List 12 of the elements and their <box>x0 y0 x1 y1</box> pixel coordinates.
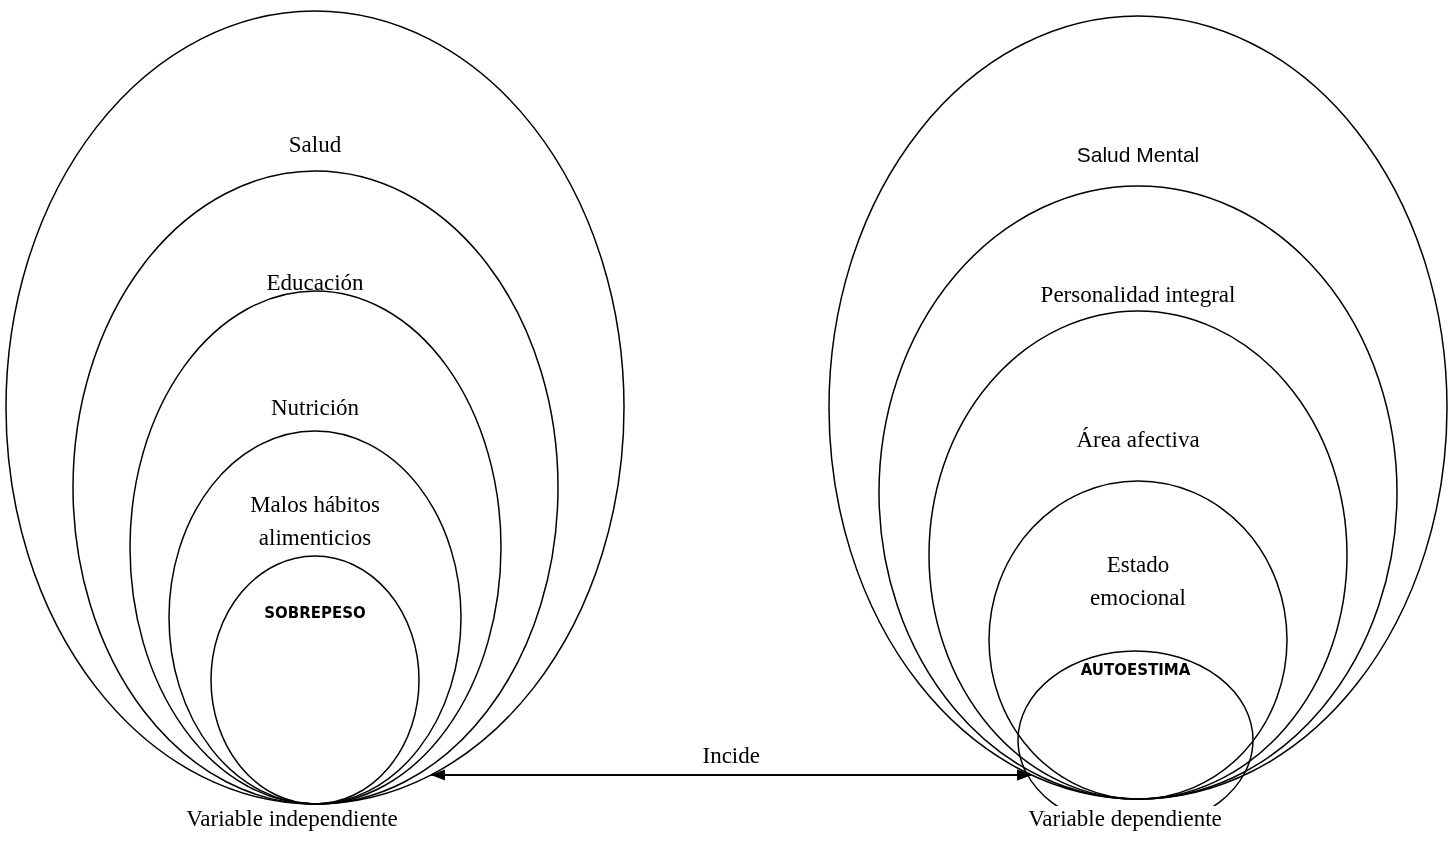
node-label: Salud <box>288 131 342 159</box>
node-label: Salud Mental <box>1076 142 1200 168</box>
caption: Variable dependiente <box>1028 806 1222 833</box>
node-label: AUTOESTIMA <box>1080 660 1191 681</box>
node-label: Personalidad integral <box>1040 281 1236 309</box>
node-label: SOBREPESO <box>264 603 366 624</box>
node-label: Área afectiva <box>1076 426 1200 454</box>
double-arrow <box>430 769 1033 781</box>
node-label: Estado emocional <box>1089 551 1187 613</box>
node-label: Malos hábitos alimenticios <box>249 491 381 553</box>
node-label: Educación <box>266 269 364 297</box>
node-label: Nutrición <box>270 394 360 422</box>
